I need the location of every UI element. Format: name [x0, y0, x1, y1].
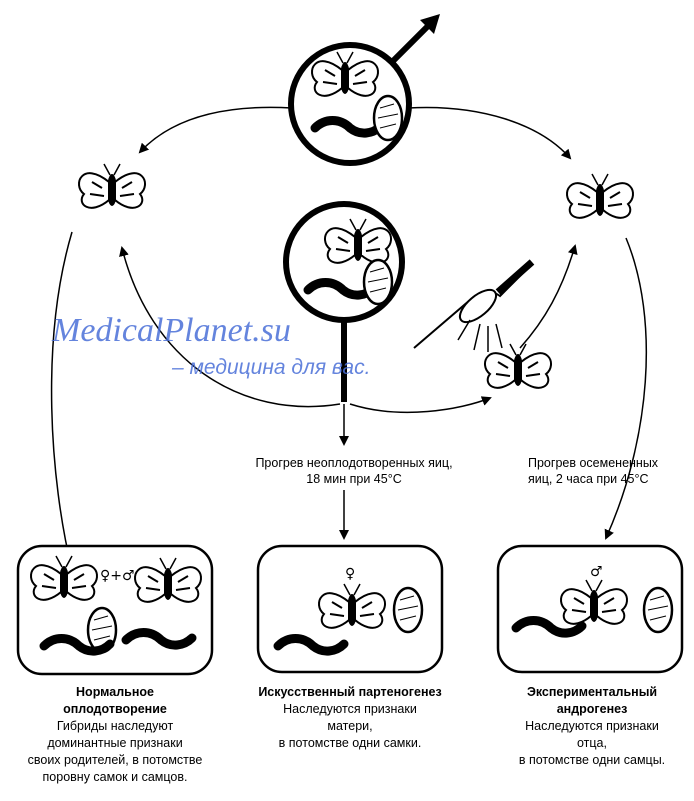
panel-right-body: в потомстве одни самцы. [490, 752, 694, 769]
silkworm-moth-icon [567, 174, 633, 218]
panel-right-description: Экспериментальный андрогенез Наследуются… [490, 684, 694, 769]
panel-left-symbols: ♀+♂ [100, 568, 135, 584]
silkworm-moth-icon [79, 164, 145, 208]
watermark-site: MedicalPlanet.su [52, 312, 291, 350]
panel-right-symbols: ♂ [590, 564, 603, 580]
panel-left-title: Нормальное [0, 684, 230, 701]
panel-middle-body: Наследуются признаки [230, 701, 470, 718]
male-parent-circle [291, 14, 440, 163]
parthenogenesis-treatment-caption: Прогрев неоплодотворенных яиц, 18 мин пр… [234, 455, 474, 487]
androgenesis-treatment-caption: Прогрев осемененных яиц, 2 часа при 45°С [528, 455, 694, 487]
caption-line: 18 мин при 45°С [234, 471, 474, 487]
panel-left-description: Нормальное оплодотворение Гибриды наслед… [0, 684, 230, 786]
panel-right-title: Экспериментальный [490, 684, 694, 701]
panel-middle-body: в потомстве одни самки. [230, 735, 470, 752]
panel-left-body: Гибриды наследуют [0, 718, 230, 735]
cocoon-icon [374, 96, 402, 140]
panel-middle-description: Искусственный партеногенез Наследуются п… [230, 684, 470, 752]
panel-right-body: отца, [490, 735, 694, 752]
silkworm-moth-icon [485, 344, 551, 388]
panel-left-body: доминантные признаки [0, 735, 230, 752]
panel-middle-title: Искусственный партеногенез [230, 684, 470, 701]
panel-middle-symbols: ♀ [345, 566, 355, 582]
panel-right-title: андрогенез [490, 701, 694, 718]
panel-left [18, 546, 212, 674]
panel-left-title: оплодотворение [0, 701, 230, 718]
panel-middle-body: матери, [230, 718, 470, 735]
caption-line: Прогрев осемененных [528, 455, 694, 471]
cocoon-icon [394, 588, 422, 632]
x-ray-tube-icon [414, 262, 532, 352]
cocoon-icon [364, 260, 392, 304]
caption-line: яиц, 2 часа при 45°С [528, 471, 694, 487]
caption-line: Прогрев неоплодотворенных яиц, [234, 455, 474, 471]
panel-middle [258, 546, 442, 672]
panel-left-body: поровну самок и самцов. [0, 769, 230, 786]
panel-right-body: Наследуются признаки [490, 718, 694, 735]
watermark-tagline: – медицина для вас. [172, 356, 370, 380]
cocoon-icon [644, 588, 672, 632]
panel-left-body: своих родителей, в потомстве [0, 752, 230, 769]
